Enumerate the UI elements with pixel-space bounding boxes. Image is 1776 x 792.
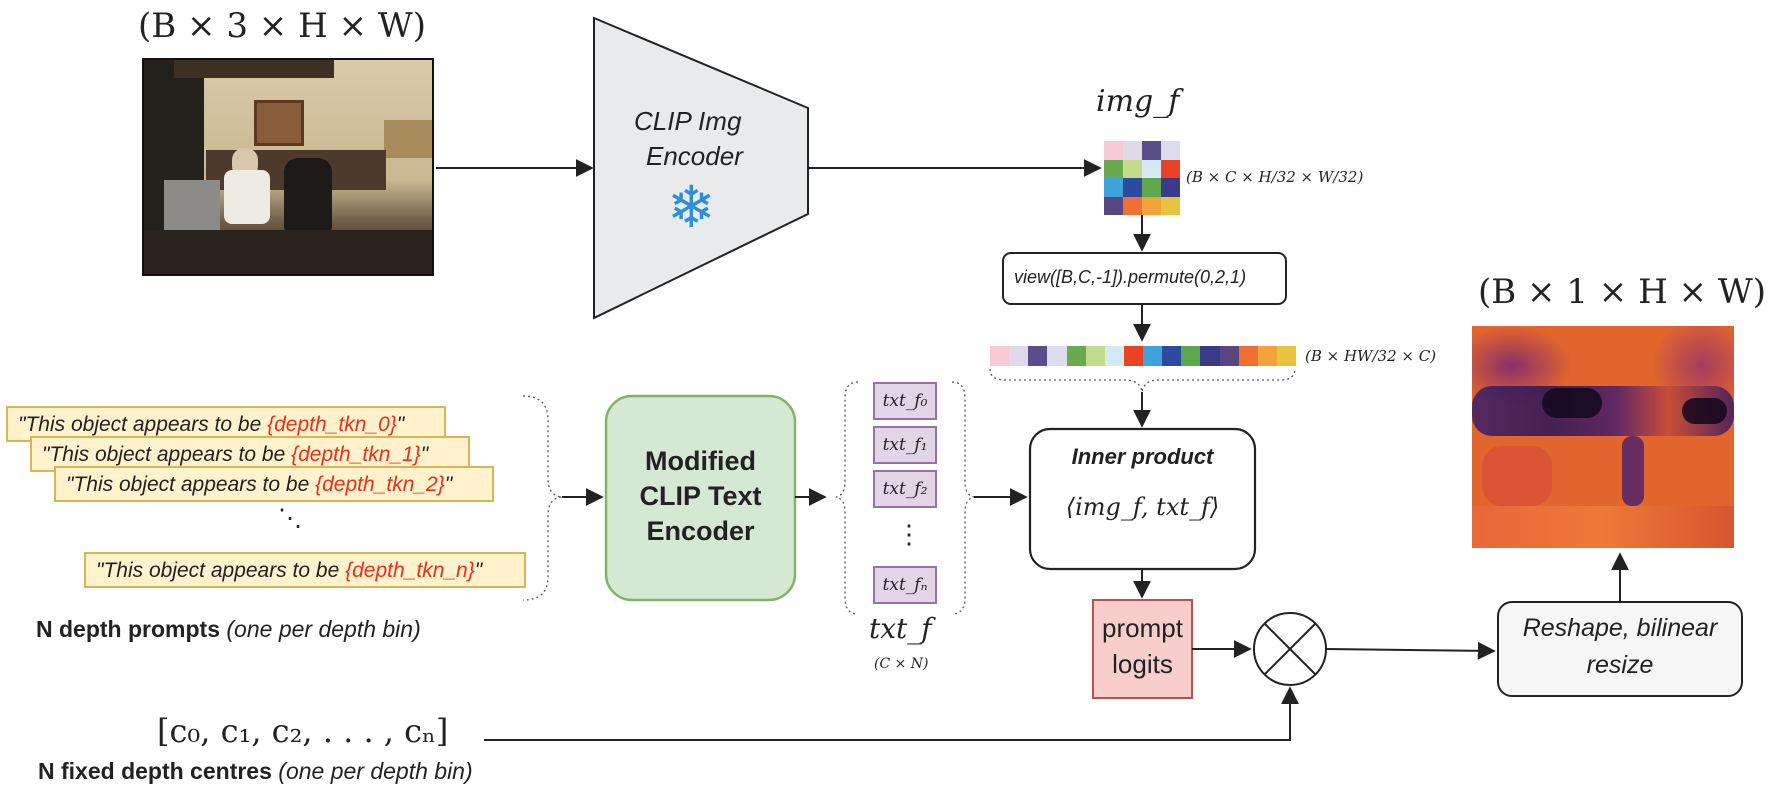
img-feature-cell [1104,196,1123,215]
view-op-label: view([B,C,-1]).permute(0,2,1) [1014,267,1247,287]
snowflake-icon: ❄ [667,175,716,240]
flat-feature-cell [1257,346,1277,366]
txt-features-label: txt_f [869,612,932,645]
prompt-suffix: " [474,559,483,582]
img-feature-cell [1161,141,1180,160]
otimes-icon [1253,612,1327,686]
prompts-caption-italic: (one per depth bin) [226,616,421,642]
prompt-token: {depth_tkn_n} [345,559,475,582]
prompt-logits-line-1: prompt [1102,613,1183,643]
image-encoder-label-1: CLIP Img [634,106,742,136]
img-feature-cell [1104,141,1123,160]
txt-feature-cell-n: txt_fₙ [873,566,937,604]
img-feature-cell [1142,159,1161,178]
depth-centres-caption: N fixed depth centres (one per depth bin… [38,758,473,785]
flat-feature-cell [1104,346,1124,366]
input-image [142,58,434,276]
img-feature-cell [1104,159,1123,178]
txt-feature-cell-2: txt_f₂ [873,470,937,508]
flat-feature-cell [1162,346,1182,366]
text-encoder-line-2: CLIP Text [639,481,762,511]
depth-centres-vector: [c₀, c₁, c₂, . . . , cₙ] [157,712,449,750]
img-feature-cell [1142,141,1161,160]
prompt-item-n: "This object appears to be {depth_tkn_n}… [84,552,526,588]
txt-feature-cell-1: txt_f₁ [873,426,937,464]
prompts-caption-bold: N depth prompts [36,616,220,642]
prompt-logits-line-2: logits [1112,649,1173,679]
img-features-shape-label: (B × C × H/32 × W/32) [1186,168,1364,186]
txt-features-right-brace [951,381,975,615]
inner-product-title: Inner product [1071,444,1214,469]
img-feature-cell [1161,196,1180,215]
flat-feature-cell [1085,346,1105,366]
prompt-token: {depth_tkn_0} [267,413,397,436]
output-depth-map [1472,326,1734,548]
prompt-prefix: "This object appears to be [66,473,316,496]
img-feature-cell [1104,178,1123,197]
prompt-item-2: "This object appears to be {depth_tkn_2}… [54,466,494,502]
flat-feature-cell [1181,346,1201,366]
prompt-prefix: "This object appears to be [96,559,346,582]
txt-feature-cell-0: txt_f₀ [873,382,937,420]
arrow-centres-to-multiply [484,686,1299,741]
prompt-suffix: " [444,473,453,496]
img-feature-cell [1142,178,1161,197]
reshape-line-1: Reshape, bilinear [1522,614,1718,642]
text-encoder-label: Modified CLIP Text Encoder [606,444,795,549]
flat-features-strip [990,346,1296,366]
prompt-token: {depth_tkn_1} [291,443,421,466]
output-shape-label: (B × 1 × H × W) [1478,272,1767,312]
arrow-multiply-to-reshape [1325,641,1496,660]
flat-feature-cell [1276,346,1296,366]
view-op-box [1002,252,1287,305]
img-feature-cell [1161,178,1180,197]
image-encoder-block [593,16,809,320]
img-features-grid [1104,141,1180,215]
prompt-ellipsis: ⋱ [278,505,302,532]
text-encoder-line-1: Modified [645,446,756,476]
prompt-prefix: "This object appears to be [42,443,292,466]
prompt-logits-label: prompt logits [1093,610,1192,682]
flat-feature-cell [1123,346,1143,366]
flat-feature-cell [1047,346,1067,366]
prompt-suffix: " [420,443,429,466]
reshape-line-2: resize [1586,651,1654,679]
flat-feature-cell [1028,346,1048,366]
img-feature-cell [1123,178,1142,197]
flat-feature-cell [1066,346,1086,366]
img-feature-cell [1161,159,1180,178]
reshape-label: Reshape, bilinear resize [1498,610,1742,684]
flat-feature-cell [990,346,1010,366]
flat-feature-cell [1143,346,1163,366]
img-feature-cell [1123,141,1142,160]
flat-feature-cell [1009,346,1029,366]
text-encoder-line-3: Encoder [646,516,755,546]
prompts-caption: N depth prompts (one per depth bin) [36,616,421,643]
prompts-brace [522,395,563,601]
img-feature-cell [1123,159,1142,178]
flat-feature-cell [1219,346,1239,366]
prompt-logits-box [1092,599,1193,699]
input-shape-label: (B × 3 × H × W) [138,6,427,46]
txt-features-shape-label: (C × N) [874,656,929,672]
flat-feature-cell [1238,346,1258,366]
prompt-suffix: " [396,413,405,436]
img-feature-cell [1142,196,1161,215]
image-encoder-label-2: Encoder [646,141,743,171]
img-feature-cell [1123,196,1142,215]
txt-features-vdots: ⋮ [896,519,922,549]
depth-centres-caption-italic: (one per depth bin) [278,758,473,784]
depth-centres-caption-bold: N fixed depth centres [38,758,272,784]
strip-brace [989,368,1296,393]
txt-features-left-brace [835,381,859,615]
flat-features-shape-label: (B × HW/32 × C) [1305,347,1437,365]
flat-feature-cell [1200,346,1220,366]
prompt-token: {depth_tkn_2} [315,473,445,496]
img-features-label: img_f [1096,84,1180,119]
inner-product-formula: ⟨img_f, txt_f⟩ [1065,493,1220,521]
prompt-prefix: "This object appears to be [18,413,268,436]
